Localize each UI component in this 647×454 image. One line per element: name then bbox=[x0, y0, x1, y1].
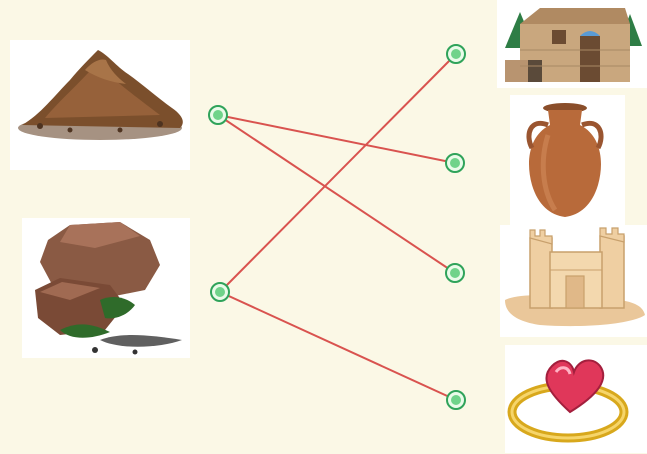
connection-lines bbox=[218, 54, 456, 400]
connector-dot-L1[interactable] bbox=[209, 106, 227, 124]
sand-castle-icon bbox=[500, 225, 647, 337]
connection-dots bbox=[209, 45, 465, 409]
connector-dot-L2[interactable] bbox=[211, 283, 229, 301]
dirt-pile-icon bbox=[10, 40, 190, 170]
stone-house-icon bbox=[497, 0, 647, 88]
connection-line-L2-R1 bbox=[220, 54, 456, 292]
connector-dot-R4[interactable] bbox=[447, 391, 465, 409]
connector-dot-R2[interactable] bbox=[446, 154, 464, 172]
rock-boulder-icon bbox=[22, 218, 190, 358]
connector-dot-R3[interactable] bbox=[446, 264, 464, 282]
connection-line-L2-R4 bbox=[220, 292, 456, 400]
connector-dot-R1[interactable] bbox=[447, 45, 465, 63]
heart-ring-icon bbox=[505, 345, 647, 453]
clay-vase-icon bbox=[510, 95, 625, 225]
